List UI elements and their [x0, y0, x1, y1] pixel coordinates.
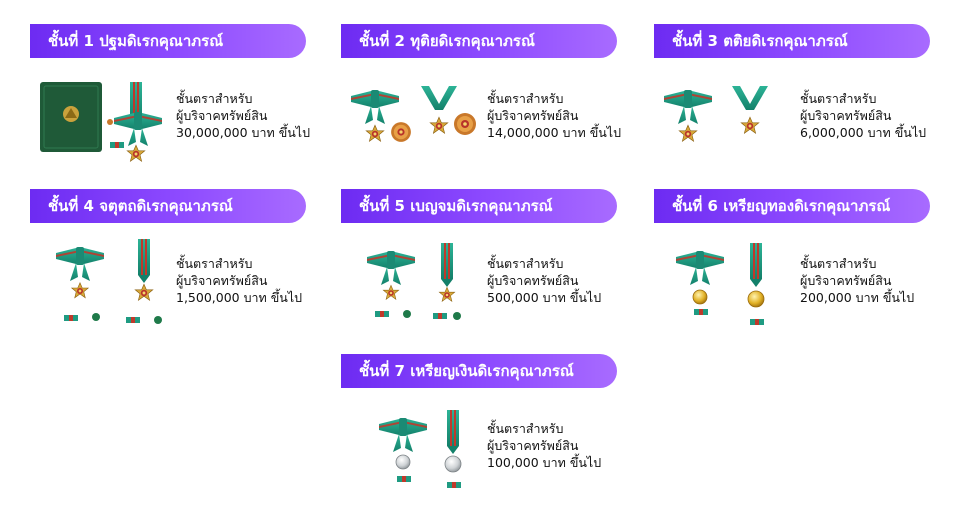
class-5-description: ชั้นตราสำหรับ ผู้บริจาคทรัพย์สิน 500,000…: [487, 255, 601, 306]
class-2-title: ชั้นที่ 2 ทุติยดิเรกคุณาภรณ์: [341, 24, 617, 58]
class-6-description: ชั้นตราสำหรับ ผู้บริจาคทรัพย์สิน 200,000…: [800, 255, 914, 306]
class-1-card: ชั้นที่ 1 ปฐมดิเรกคุณาภรณ์ ชั้นตราสำหรับ…: [30, 24, 310, 174]
class-7-card: ชั้นที่ 7 เหรียญเงินดิเรกคุณาภรณ์ ชั้นตร…: [341, 354, 617, 504]
class-5-title: ชั้นที่ 5 เบญจมดิเรกคุณาภรณ์: [341, 189, 617, 223]
class-6-amount: 200,000 บาท ขึ้นไป: [800, 290, 915, 305]
class-3-label: ชั้นตราสำหรับ: [800, 91, 877, 106]
class-5-card: ชั้นที่ 5 เบญจมดิเรกคุณาภรณ์ ชั้นตราสำหร…: [341, 189, 617, 339]
first-class-medal-set-icon: [30, 72, 178, 168]
class-7-recipient: ผู้บริจาคทรัพย์สิน: [487, 438, 579, 453]
class-1-amount: 30,000,000 บาท ขึ้นไป: [176, 125, 311, 140]
class-4-recipient: ผู้บริจาคทรัพย์สิน: [176, 273, 268, 288]
class-3-card: ชั้นที่ 3 ตติยดิเรกคุณาภรณ์ ชั้นตราสำหรั…: [654, 24, 930, 174]
class-3-amount: 6,000,000 บาท ขึ้นไป: [800, 125, 927, 140]
class-7-amount: 100,000 บาท ขึ้นไป: [487, 455, 602, 470]
class-3-title: ชั้นที่ 3 ตติยดิเรกคุณาภรณ์: [654, 24, 930, 58]
class-7-description: ชั้นตราสำหรับ ผู้บริจาคทรัพย์สิน 100,000…: [487, 420, 601, 471]
fifth-class-medal-set-icon: [341, 237, 489, 333]
class-2-description: ชั้นตราสำหรับ ผู้บริจาคทรัพย์สิน 14,000,…: [487, 90, 621, 141]
class-1-description: ชั้นตราสำหรับ ผู้บริจาคทรัพย์สิน 30,000,…: [176, 90, 310, 141]
class-5-amount: 500,000 บาท ขึ้นไป: [487, 290, 602, 305]
third-class-medal-set-icon: [654, 72, 802, 168]
class-7-title: ชั้นที่ 7 เหรียญเงินดิเรกคุณาภรณ์: [341, 354, 617, 388]
class-2-label: ชั้นตราสำหรับ: [487, 91, 564, 106]
class-6-label: ชั้นตราสำหรับ: [800, 256, 877, 271]
class-4-card: ชั้นที่ 4 จตุตถดิเรกคุณาภรณ์ ชั้นตราสำหร…: [30, 189, 306, 339]
class-3-description: ชั้นตราสำหรับ ผู้บริจาคทรัพย์สิน 6,000,0…: [800, 90, 926, 141]
class-6-card: ชั้นที่ 6 เหรียญทองดิเรกคุณาภรณ์ ชั้นตรา…: [654, 189, 930, 339]
silver-medal-set-icon: [341, 402, 489, 498]
class-4-description: ชั้นตราสำหรับ ผู้บริจาคทรัพย์สิน 1,500,0…: [176, 255, 302, 306]
second-class-medal-set-icon: [341, 72, 489, 168]
class-4-title: ชั้นที่ 4 จตุตถดิเรกคุณาภรณ์: [30, 189, 306, 223]
class-6-recipient: ผู้บริจาคทรัพย์สิน: [800, 273, 892, 288]
class-7-label: ชั้นตราสำหรับ: [487, 421, 564, 436]
class-2-amount: 14,000,000 บาท ขึ้นไป: [487, 125, 622, 140]
class-1-label: ชั้นตราสำหรับ: [176, 91, 253, 106]
class-2-recipient: ผู้บริจาคทรัพย์สิน: [487, 108, 579, 123]
class-4-label: ชั้นตราสำหรับ: [176, 256, 253, 271]
class-3-recipient: ผู้บริจาคทรัพย์สิน: [800, 108, 892, 123]
class-5-recipient: ผู้บริจาคทรัพย์สิน: [487, 273, 579, 288]
class-6-title: ชั้นที่ 6 เหรียญทองดิเรกคุณาภรณ์: [654, 189, 930, 223]
class-1-title: ชั้นที่ 1 ปฐมดิเรกคุณาภรณ์: [30, 24, 306, 58]
fourth-class-medal-set-icon: [30, 237, 178, 333]
class-2-card: ชั้นที่ 2 ทุติยดิเรกคุณาภรณ์ ชั้นตราสำหร…: [341, 24, 621, 174]
gold-medal-set-icon: [654, 237, 802, 333]
class-1-recipient: ผู้บริจาคทรัพย์สิน: [176, 108, 268, 123]
class-5-label: ชั้นตราสำหรับ: [487, 256, 564, 271]
class-4-amount: 1,500,000 บาท ขึ้นไป: [176, 290, 303, 305]
